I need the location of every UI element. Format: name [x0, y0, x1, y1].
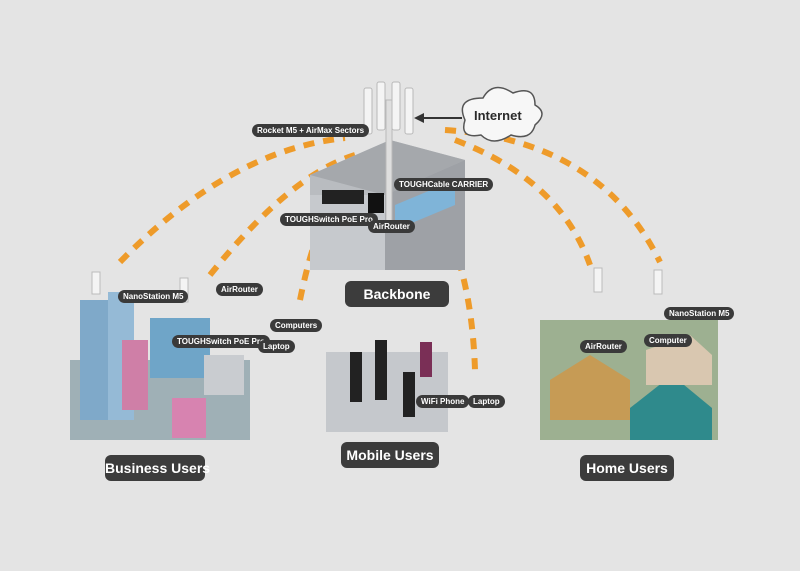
home-users-label: Home Users [580, 455, 674, 481]
business-district [70, 271, 250, 440]
tag-airrouter-home: AirRouter [580, 340, 627, 353]
tag-nanostation-right: NanoStation M5 [664, 307, 735, 320]
tag-computer-home: Computer [644, 334, 692, 347]
link-backbone-business-far [117, 135, 346, 265]
tag-airrouter-backbone: AirRouter [368, 220, 415, 233]
tag-nanostation-left: NanoStation M5 [118, 290, 189, 303]
tag-toughswitch-business: TOUGHSwitch PoE Pro [172, 335, 270, 348]
mobile-district [326, 340, 448, 432]
backbone-equipment [322, 190, 384, 213]
tag-toughcable: TOUGHCable CARRIER [394, 178, 494, 191]
tag-airrouter-business: AirRouter [216, 283, 263, 296]
tag-laptop-business: Laptop [258, 340, 295, 353]
home-district [540, 267, 718, 440]
mobile-users-label: Mobile Users [341, 442, 439, 468]
internet-cloud [461, 86, 543, 142]
tag-laptop-mobile: Laptop [468, 395, 505, 408]
tag-rocket-sectors: Rocket M5 + AirMax Sectors [252, 124, 370, 137]
tower-antennas [363, 81, 414, 231]
tag-toughswitch-backbone: TOUGHSwitch PoE Pro [280, 213, 378, 226]
backbone-label: Backbone [345, 281, 449, 307]
tag-wifi-phone: WiFi Phone [416, 395, 470, 408]
tag-computers: Computers [270, 319, 323, 332]
arrow-icon [414, 113, 424, 123]
link-backbone-business-near [207, 152, 356, 277]
business-users-label: Business Users [105, 455, 210, 481]
internet-label: Internet [474, 108, 522, 123]
link-backbone-home-near [453, 137, 593, 266]
